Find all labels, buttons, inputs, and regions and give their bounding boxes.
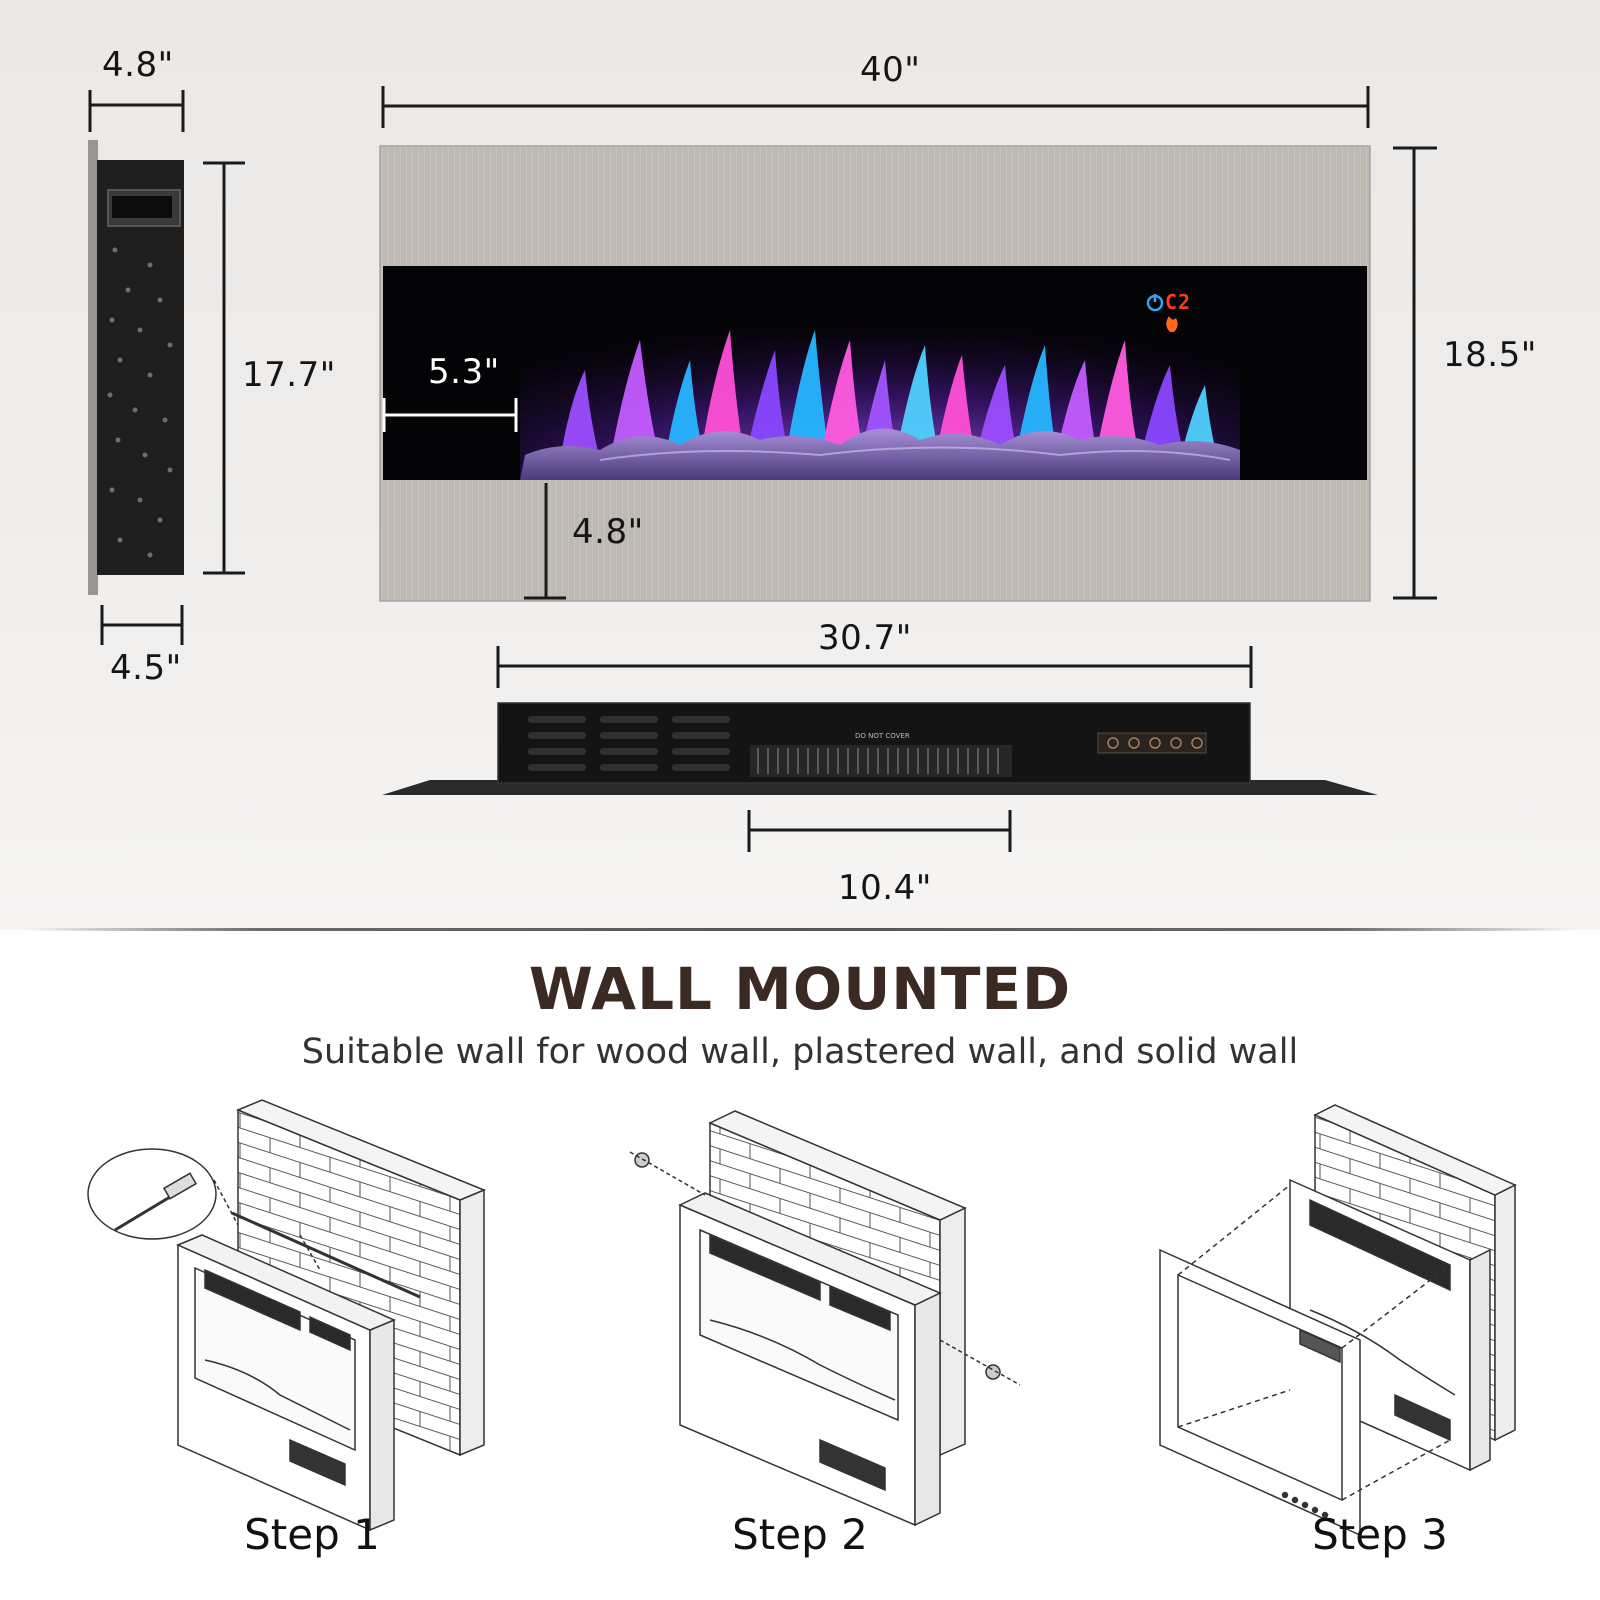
side-depth-top-label: 4.8" bbox=[102, 45, 174, 85]
vent-warning-label: DO NOT COVER bbox=[855, 732, 910, 740]
section-subtitle: Suitable wall for wood wall, plastered w… bbox=[301, 1032, 1299, 1072]
step-1-label: Step 1 bbox=[244, 1510, 380, 1559]
bottom-panel-height-label: 4.8" bbox=[572, 512, 644, 552]
section-title: WALL MOUNTED bbox=[528, 955, 1072, 1023]
side-view bbox=[88, 140, 184, 595]
glass-offset-label: 5.3" bbox=[428, 352, 500, 392]
overall-height-label: 18.5" bbox=[1443, 335, 1537, 375]
section-divider bbox=[25, 928, 1575, 931]
top-view bbox=[382, 702, 1378, 795]
side-depth-bottom-label: 4.5" bbox=[110, 648, 182, 688]
flame-icon bbox=[1166, 316, 1178, 332]
dimension-lines bbox=[88, 86, 1437, 852]
step-1-illustration bbox=[87, 1099, 486, 1532]
step-2-illustration bbox=[629, 1110, 1021, 1527]
step-3-illustration bbox=[1159, 1104, 1517, 1537]
dimension-diagram bbox=[88, 86, 1437, 852]
inner-dimension-lines bbox=[382, 398, 566, 600]
front-view bbox=[379, 145, 1371, 602]
top-view-width-label: 30.7" bbox=[818, 618, 912, 658]
step-2-label: Step 2 bbox=[732, 1510, 868, 1559]
side-height-label: 17.7" bbox=[242, 355, 336, 395]
overall-width-label: 40" bbox=[860, 50, 921, 90]
display-readout: C2 bbox=[1165, 290, 1192, 314]
step-3-label: Step 3 bbox=[1312, 1510, 1448, 1559]
vent-width-label: 10.4" bbox=[838, 868, 932, 908]
